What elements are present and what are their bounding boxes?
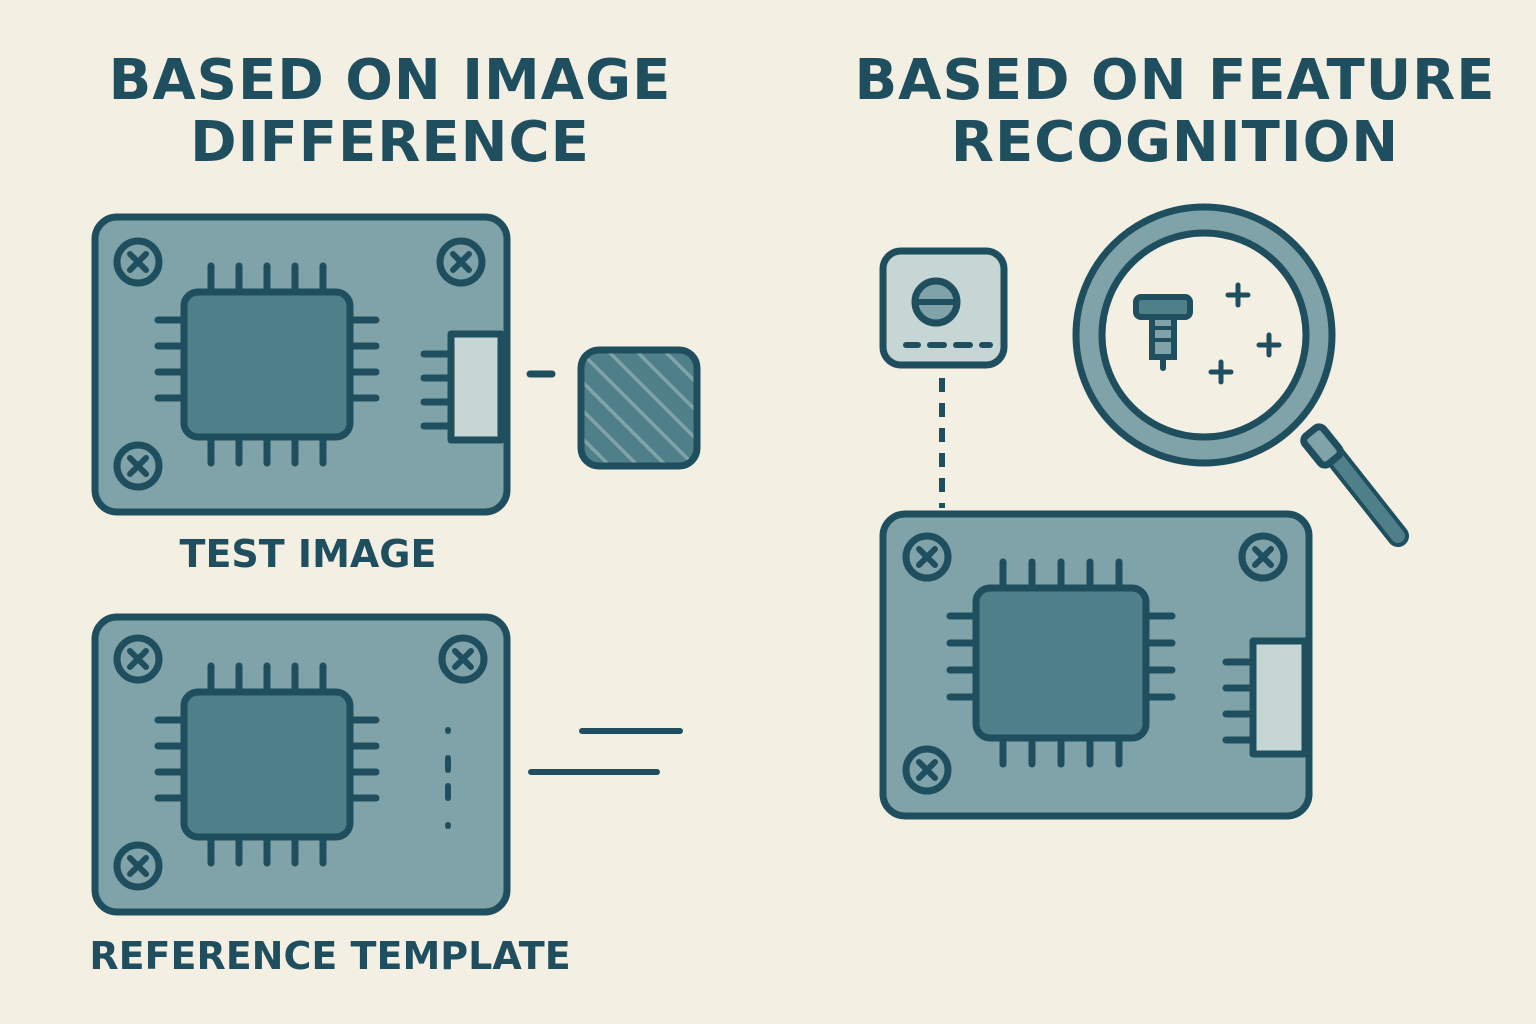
chip-icon [946, 558, 1176, 768]
feature-point-marks [1208, 282, 1282, 385]
magnifying-glass-icon [1072, 203, 1409, 547]
right-heading-line-1: BASED ON FEATURE [854, 48, 1496, 113]
connector-icon [420, 330, 505, 444]
screw-icon [438, 634, 488, 684]
right-heading-line-2: RECOGNITION [950, 110, 1400, 175]
chip-icon [154, 662, 380, 867]
left-heading: BASED ON IMAGE DIFFERENCE [60, 50, 720, 174]
inspected-board [879, 510, 1313, 820]
difference-patch [577, 346, 701, 470]
left-heading-line-2: DIFFERENCE [190, 110, 590, 175]
screw-icon [436, 237, 486, 287]
chip-icon [154, 262, 380, 467]
feature-template-tile [879, 247, 1008, 369]
bolt-icon [1133, 294, 1193, 371]
screw-icon [902, 745, 952, 795]
reference-template-label: REFERENCE TEMPLATE [89, 934, 571, 978]
connector-icon [1222, 637, 1309, 758]
reference-template-board [91, 613, 511, 916]
screw-icon [1238, 532, 1288, 582]
test-image-label: TEST IMAGE [179, 532, 437, 576]
test-image-board [91, 213, 511, 516]
screw-icon [113, 237, 163, 287]
screw-icon [113, 634, 163, 684]
screw-icon [113, 841, 163, 891]
left-heading-line-1: BASED ON IMAGE [108, 48, 672, 113]
screw-icon [113, 441, 163, 491]
right-heading: BASED ON FEATURE RECOGNITION [840, 50, 1510, 174]
screw-icon [902, 532, 952, 582]
